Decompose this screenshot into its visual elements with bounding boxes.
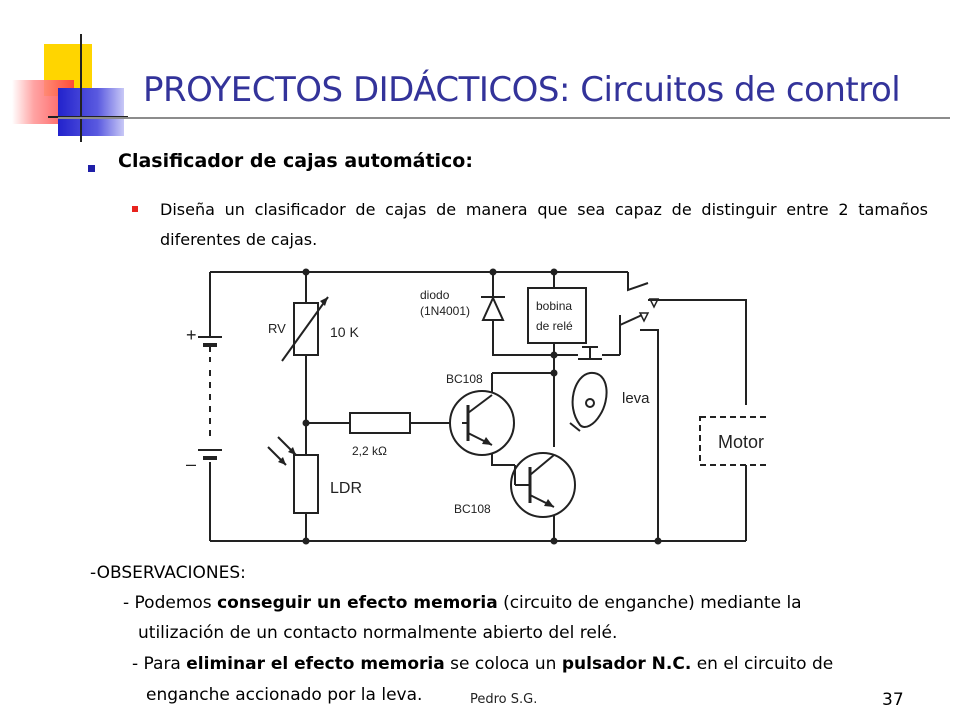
obs-text: (circuito de enganche) mediante la <box>497 593 802 613</box>
obs-text: se coloca un <box>444 654 562 674</box>
transistor-2 <box>510 452 576 518</box>
circuit-diagram: + – RV 10 K LDR 2,2 kΩ diodo (1N4001) bo… <box>186 268 770 545</box>
obs-bold-text: eliminar el efecto memoria <box>186 654 445 674</box>
deco-vertical-line <box>80 34 82 142</box>
page-number: 37 <box>882 690 904 710</box>
section-heading: Clasificador de cajas automático: <box>118 150 473 172</box>
observations-header: -OBSERVACIONES: <box>90 563 246 583</box>
bullet-square-icon <box>132 206 138 212</box>
ldr-label: LDR <box>330 480 362 497</box>
observation-line-4: enganche accionado por la leva. <box>146 685 423 705</box>
resistor-label: 2,2 kΩ <box>352 444 387 458</box>
observation-line-3: - Para eliminar el efecto memoria se col… <box>132 654 833 674</box>
battery-minus: – <box>186 454 196 474</box>
description-text: Diseña un clasificador de cajas de maner… <box>160 200 928 249</box>
ldr <box>293 454 319 514</box>
rv-value: 10 K <box>330 324 359 340</box>
diode <box>481 295 505 321</box>
diode-part: (1N4001) <box>420 304 470 318</box>
resistor <box>349 412 411 434</box>
obs-bold-text: pulsador N.C. <box>561 654 692 674</box>
rv-label: RV <box>268 321 286 336</box>
wire-right <box>648 299 747 405</box>
transistor-1 <box>449 390 515 456</box>
obs-text: en el circuito de <box>691 654 834 674</box>
pushbutton-nc <box>578 346 602 360</box>
observation-line-2: utilización de un contacto normalmente a… <box>138 623 618 643</box>
motor <box>699 416 770 466</box>
relay-coil <box>527 287 587 344</box>
transistor-1-label: BC108 <box>446 372 483 386</box>
relay-contacts <box>638 298 660 323</box>
title-divider <box>58 117 950 119</box>
cam-icon <box>569 371 608 432</box>
motor-label: Motor <box>718 432 764 452</box>
slide-title: PROYECTOS DIDÁCTICOS: Circuitos de contr… <box>143 70 901 110</box>
deco-blue-square <box>58 88 124 136</box>
coil-label-2: de relé <box>536 319 573 333</box>
observation-line-1: - Podemos conseguir un efecto memoria (c… <box>123 593 802 613</box>
obs-bold-text: conseguir un efecto memoria <box>217 593 498 613</box>
obs-text: - Para <box>132 654 187 674</box>
wire-nc <box>640 329 659 541</box>
wire-contact-top <box>627 272 649 292</box>
wire-contact-mid <box>619 314 643 326</box>
battery-plus: + <box>186 325 197 345</box>
junction-dots <box>302 268 662 545</box>
transistor-2-label: BC108 <box>454 502 491 516</box>
diode-label: diodo <box>420 288 450 302</box>
obs-text: - Podemos <box>123 593 218 613</box>
footer-author: Pedro S.G. <box>470 692 538 707</box>
cam-label: leva <box>622 390 650 407</box>
coil-label-1: bobina <box>536 299 572 313</box>
bullet-square-icon <box>88 165 95 172</box>
